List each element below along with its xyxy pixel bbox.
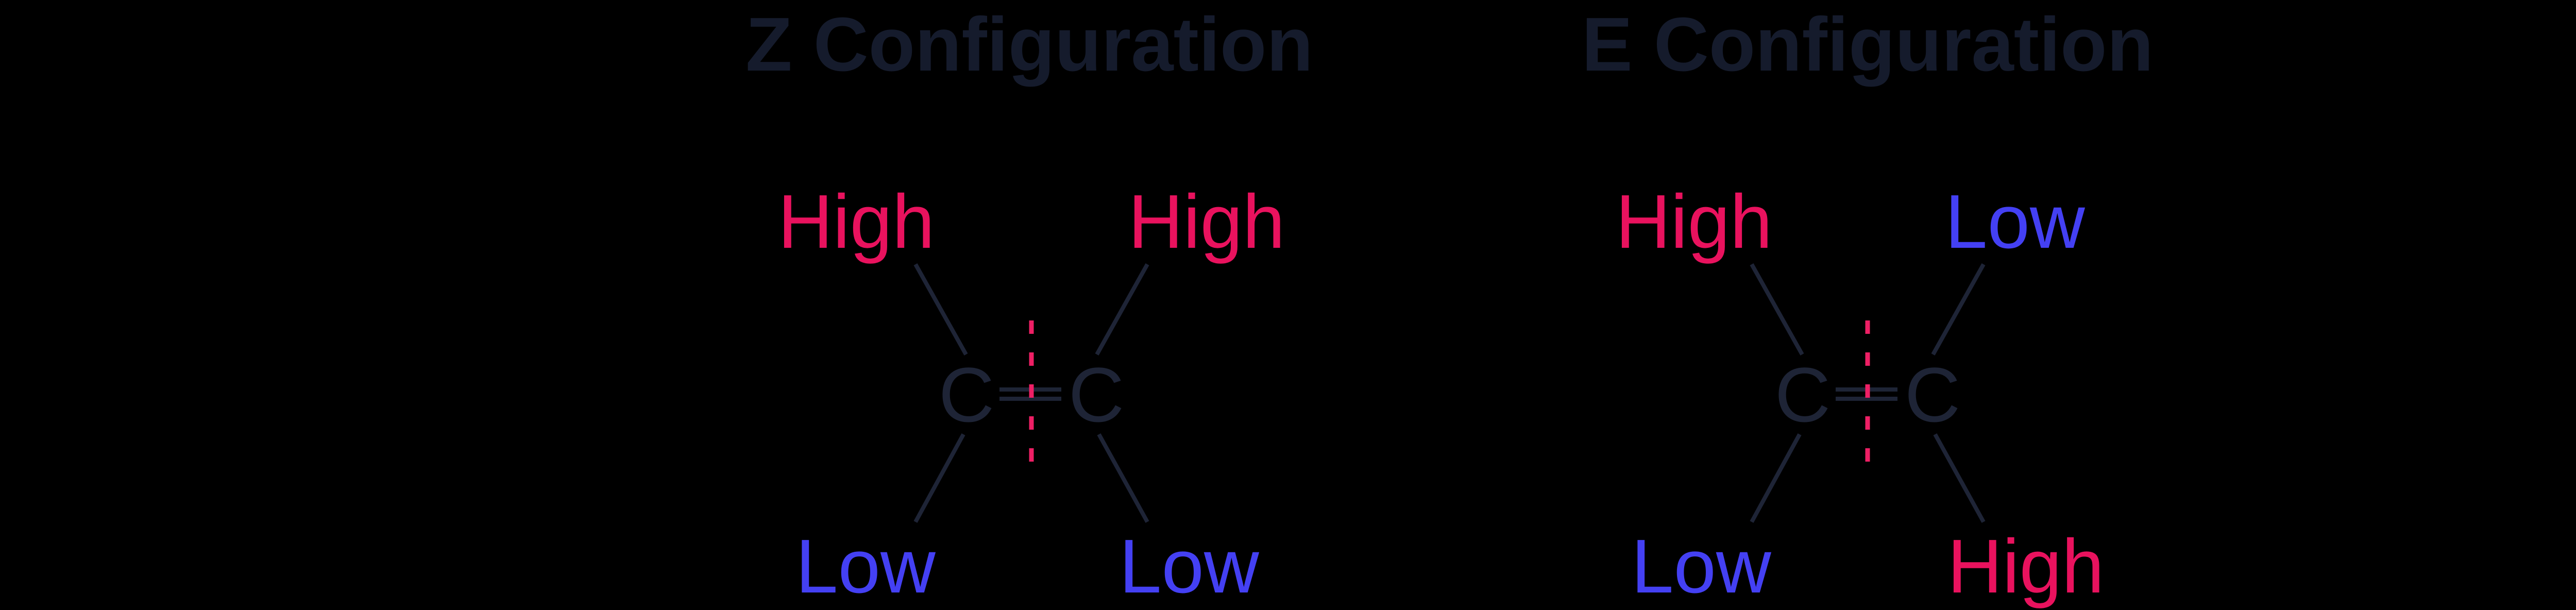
panel-title-z: Z Configuration: [745, 2, 1313, 87]
bond-bottom-right: [1933, 433, 1986, 523]
carbon-atom-right: C: [1069, 351, 1124, 438]
bond-bottom-left: [1750, 433, 1802, 523]
bond-top-right: [1095, 263, 1149, 355]
panel-title-e: E Configuration: [1582, 2, 2154, 87]
substituent-label-bottom-right: Low: [1119, 524, 1260, 609]
skeletal-structure-z: C C: [913, 263, 1149, 523]
bond-top-right: [1931, 263, 1986, 355]
bond-top-left: [1750, 263, 1804, 355]
substituent-labels-z: High High Low Low: [778, 179, 1285, 609]
bond-bottom-right: [1097, 433, 1149, 523]
panel-z-configuration: Z Configuration C C High High Low Low: [745, 2, 1313, 609]
carbon-atom-left: C: [939, 351, 994, 438]
substituent-label-top-left: High: [778, 179, 935, 264]
bond-top-left: [913, 263, 968, 355]
substituent-label-bottom-left: Low: [1631, 524, 1772, 609]
substituent-label-bottom-right: High: [1947, 524, 2104, 609]
substituent-label-top-right: Low: [1945, 179, 2086, 264]
substituent-label-top-left: High: [1616, 179, 1772, 264]
substituent-labels-e: High Low Low High: [1616, 179, 2104, 609]
skeletal-structure-e: C C: [1750, 263, 1986, 523]
carbon-atom-right: C: [1905, 351, 1960, 438]
substituent-label-top-right: High: [1128, 179, 1285, 264]
carbon-atom-left: C: [1775, 351, 1831, 438]
panel-e-configuration: E Configuration C C High Low Low High: [1582, 2, 2154, 609]
substituent-label-bottom-left: Low: [795, 524, 936, 609]
bond-bottom-left: [913, 433, 965, 523]
